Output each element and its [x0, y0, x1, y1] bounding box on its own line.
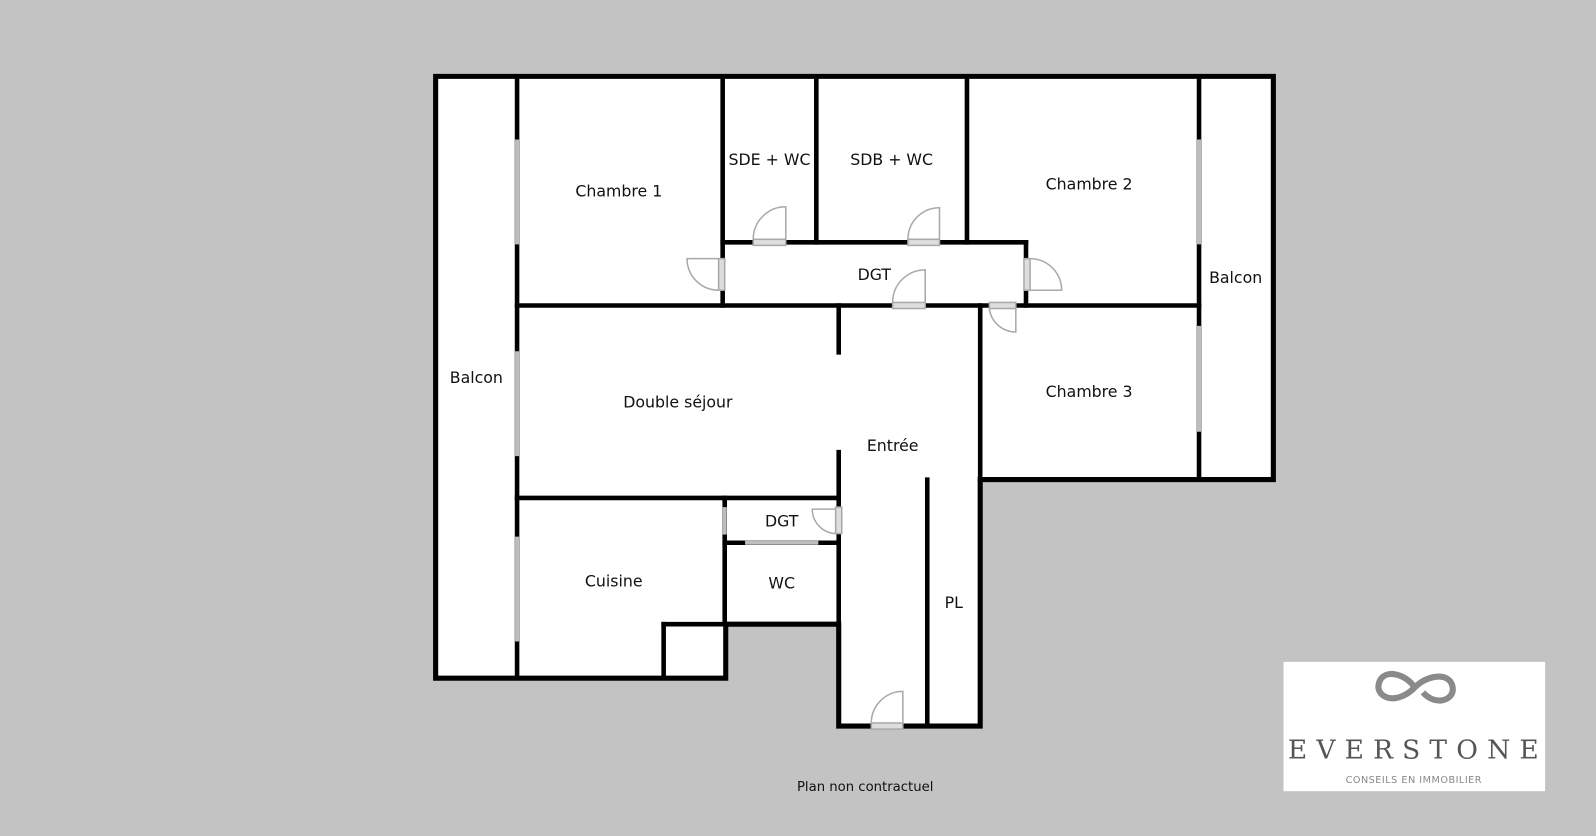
label-entree: Entrée: [867, 436, 919, 455]
doors: [686, 205, 1063, 730]
label-cuisine: Cuisine: [585, 572, 643, 591]
label-balcon-left: Balcon: [450, 368, 503, 387]
door-chambre2: [1023, 257, 1063, 291]
room-labels: Balcon Chambre 1 SDE + WC SDB + WC Chamb…: [450, 150, 1262, 612]
label-sde-wc: SDE + WC: [729, 150, 811, 169]
label-chambre-3: Chambre 3: [1046, 382, 1133, 401]
label-double-sejour: Double séjour: [623, 392, 733, 411]
label-chambre-1: Chambre 1: [575, 182, 662, 201]
infinity-logo-icon: [1375, 670, 1456, 704]
label-pl: PL: [945, 593, 964, 612]
label-dgt-top: DGT: [858, 265, 892, 284]
door-sejour: [891, 269, 926, 310]
door-sdb: [907, 206, 941, 247]
label-balcon-right: Balcon: [1209, 268, 1262, 287]
door-wc: [811, 506, 843, 535]
apartment-outline: [433, 73, 1276, 729]
plan-note: Plan non contractuel: [797, 780, 933, 795]
door-chambre1: [686, 257, 726, 291]
logo-name: EVERSTONE: [1288, 735, 1548, 766]
door-sde: [752, 205, 787, 247]
door-entrance: [870, 690, 904, 730]
label-chambre-2: Chambre 2: [1046, 174, 1133, 193]
door-chambre3: [988, 301, 1017, 333]
everstone-logo: EVERSTONE CONSEILS EN IMMOBILIER: [1283, 661, 1548, 792]
logo-tagline: CONSEILS EN IMMOBILIER: [1346, 775, 1482, 786]
label-dgt-small: DGT: [765, 511, 799, 530]
label-sdb-wc: SDB + WC: [850, 150, 933, 169]
label-wc: WC: [768, 574, 795, 593]
windows: [515, 139, 1202, 642]
